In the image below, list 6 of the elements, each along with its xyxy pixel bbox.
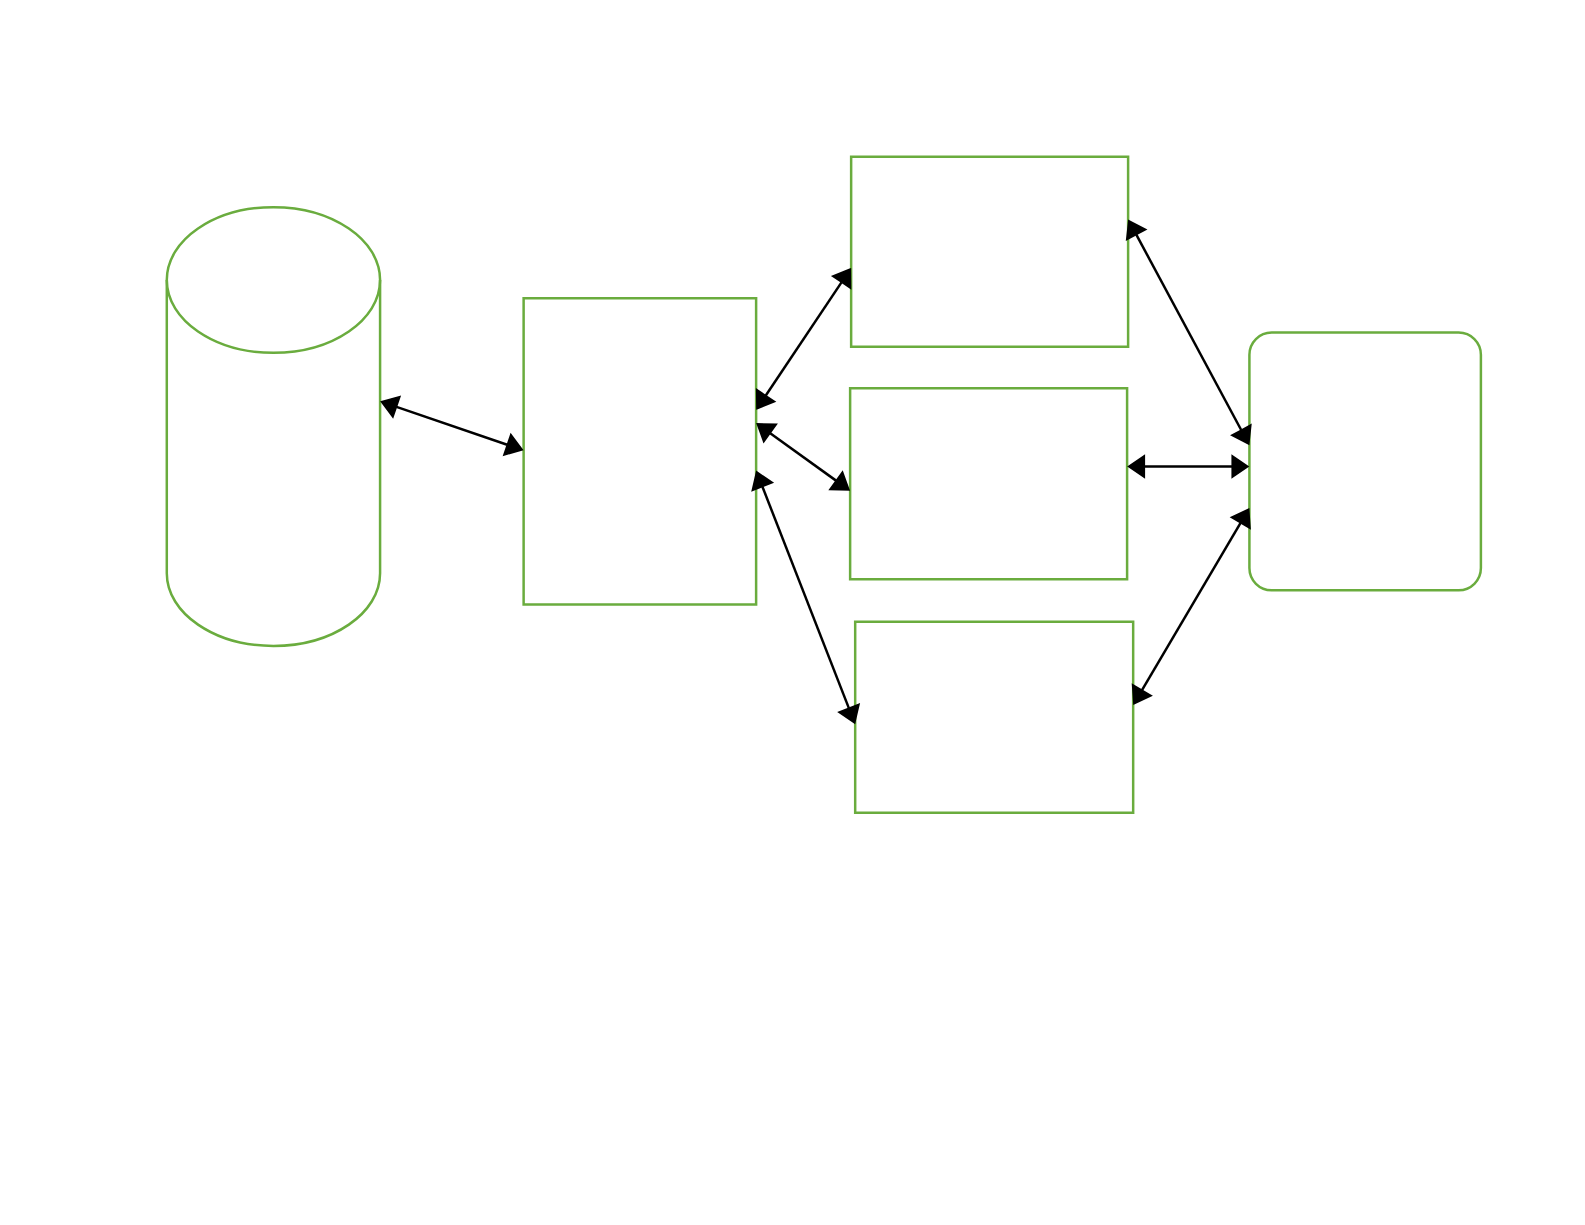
- process-box: [849, 155, 1130, 348]
- process-box: [848, 386, 1129, 581]
- database-cylinder: [165, 205, 382, 648]
- process-box: [853, 620, 1135, 814]
- rounded-box: [1248, 331, 1483, 592]
- process-box: [522, 296, 758, 606]
